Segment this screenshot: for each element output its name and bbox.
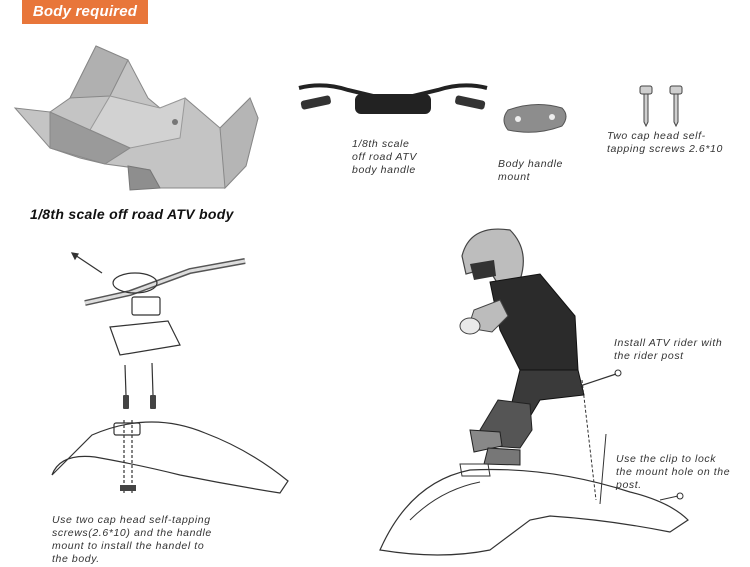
mount-caption: Body handle mount	[498, 158, 563, 184]
atv-body-illustration	[13, 45, 259, 191]
clip-caption-line: the mount hole on the	[616, 466, 731, 478]
clip-caption-line: Use the clip to lock	[616, 453, 717, 465]
mount-caption-line: Body handle	[498, 158, 563, 170]
handle-caption-line: off road ATV	[352, 151, 417, 163]
section-tag: Body required	[22, 0, 148, 24]
handle-assembly-diagram	[51, 252, 289, 495]
handle-mount-illustration	[503, 104, 567, 133]
rider-caption-line: the rider post	[614, 350, 684, 362]
body-title: 1/8th scale off road ATV body	[30, 206, 234, 222]
screws-caption-line: tapping screws 2.6*10	[607, 143, 723, 155]
mount-caption-line: mount	[498, 171, 531, 183]
rider-caption-line: Install ATV rider with	[614, 337, 723, 349]
handle-install-line: the body.	[52, 553, 100, 565]
clip-caption-line: post.	[616, 479, 642, 491]
screws-caption: Two cap head self- tapping screws 2.6*10	[607, 130, 723, 156]
handlebar-illustration	[298, 83, 488, 114]
handle-install-line: mount to install the handel to	[52, 540, 205, 552]
handle-install-line: Use two cap head self-tapping	[52, 514, 211, 526]
handle-install-caption: Use two cap head self-tapping screws(2.6…	[52, 514, 212, 566]
screws-caption-line: Two cap head self-	[607, 130, 706, 142]
handle-caption-line: body handle	[352, 164, 416, 176]
rider-install-diagram	[379, 228, 689, 556]
handle-caption: 1/8th scale off road ATV body handle	[352, 138, 417, 177]
rider-caption: Install ATV rider with the rider post	[614, 337, 722, 363]
handle-caption-line: 1/8th scale	[352, 138, 410, 150]
screws-illustration	[639, 85, 683, 128]
handle-install-line: screws(2.6*10) and the handle	[52, 527, 212, 539]
clip-caption: Use the clip to lock the mount hole on t…	[616, 453, 730, 492]
